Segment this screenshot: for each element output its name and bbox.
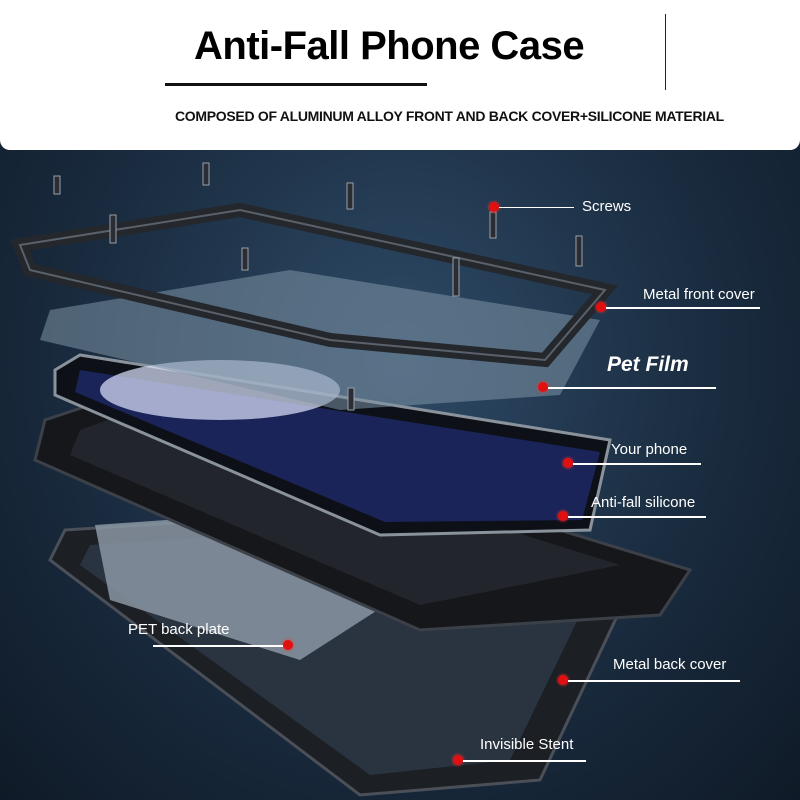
label-metal-front-cover: Metal front cover — [643, 286, 755, 303]
your-phone-marker — [563, 458, 573, 468]
label-invisible-stent: Invisible Stent — [480, 736, 574, 753]
title-divider — [665, 14, 666, 90]
anti-fall-silicone-leader — [568, 516, 706, 518]
title-underline — [165, 83, 427, 86]
label-pet-back-plate: PET back plate — [128, 621, 230, 638]
metal-back-cover-marker — [558, 675, 568, 685]
pet-back-plate-marker — [283, 640, 293, 650]
anti-fall-silicone-marker — [558, 511, 568, 521]
label-metal-back-cover: Metal back cover — [613, 656, 727, 673]
invisible-stent-marker — [453, 755, 463, 765]
label-your-phone: Your phone — [611, 441, 688, 458]
header-panel — [0, 0, 800, 150]
screws-leader — [499, 207, 574, 208]
screws — [53, 162, 583, 411]
pet-film-leader — [548, 387, 716, 389]
screws-marker — [489, 202, 499, 212]
subtitle: COMPOSED OF ALUMINUM ALLOY FRONT AND BAC… — [175, 108, 724, 124]
your-phone-leader — [573, 463, 701, 465]
label-screws: Screws — [582, 198, 632, 215]
page-title: Anti-Fall Phone Case — [194, 24, 585, 68]
metal-front-cover — [10, 202, 618, 368]
metal-back-cover-leader — [568, 680, 740, 682]
metal-front-cover-leader — [606, 307, 760, 309]
pet-film-marker — [538, 382, 548, 392]
metal-front-cover-marker — [596, 302, 606, 312]
label-anti-fall-silicone: Anti-fall silicone — [591, 494, 696, 511]
pet-back-plate-leader — [153, 645, 283, 647]
label-pet-film: Pet Film — [607, 353, 689, 376]
invisible-stent-leader — [463, 760, 586, 762]
